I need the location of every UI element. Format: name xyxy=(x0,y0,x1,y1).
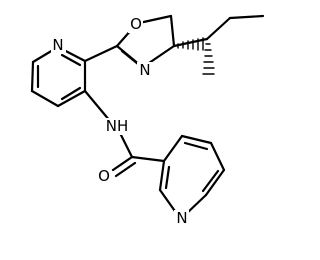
carbonyl-oxygen-label: O xyxy=(98,167,110,185)
sec-butyl-chain xyxy=(172,14,265,48)
atom-amide-nitrogen: NH xyxy=(104,117,130,135)
atom-oxazoline-nitrogen: N xyxy=(137,61,152,79)
hashed-wedge-bonds xyxy=(177,37,215,75)
oxazoline-nitrogen-label: N xyxy=(139,61,150,79)
oxazoline-ring xyxy=(115,14,176,68)
ring-link-bond xyxy=(83,44,119,63)
upper-pyridine-ring xyxy=(30,45,87,108)
lower-pyridine-ring xyxy=(158,134,226,216)
atom-upper-pyridine-nitrogen: N xyxy=(51,36,66,54)
atom-lower-pyridine-nitrogen: N xyxy=(174,209,189,227)
upper-pyridine-nitrogen-label: N xyxy=(52,36,63,54)
amide-nh-label: NH xyxy=(106,117,129,135)
chemical-structure: O N N NH O N xyxy=(30,14,265,227)
lower-pyridine-nitrogen-label: N xyxy=(176,209,187,227)
amide-linkage xyxy=(83,89,166,178)
oxazoline-oxygen-label: O xyxy=(130,15,142,33)
atom-oxazoline-oxygen: O xyxy=(128,15,143,33)
atom-carbonyl-oxygen: O xyxy=(96,167,111,185)
